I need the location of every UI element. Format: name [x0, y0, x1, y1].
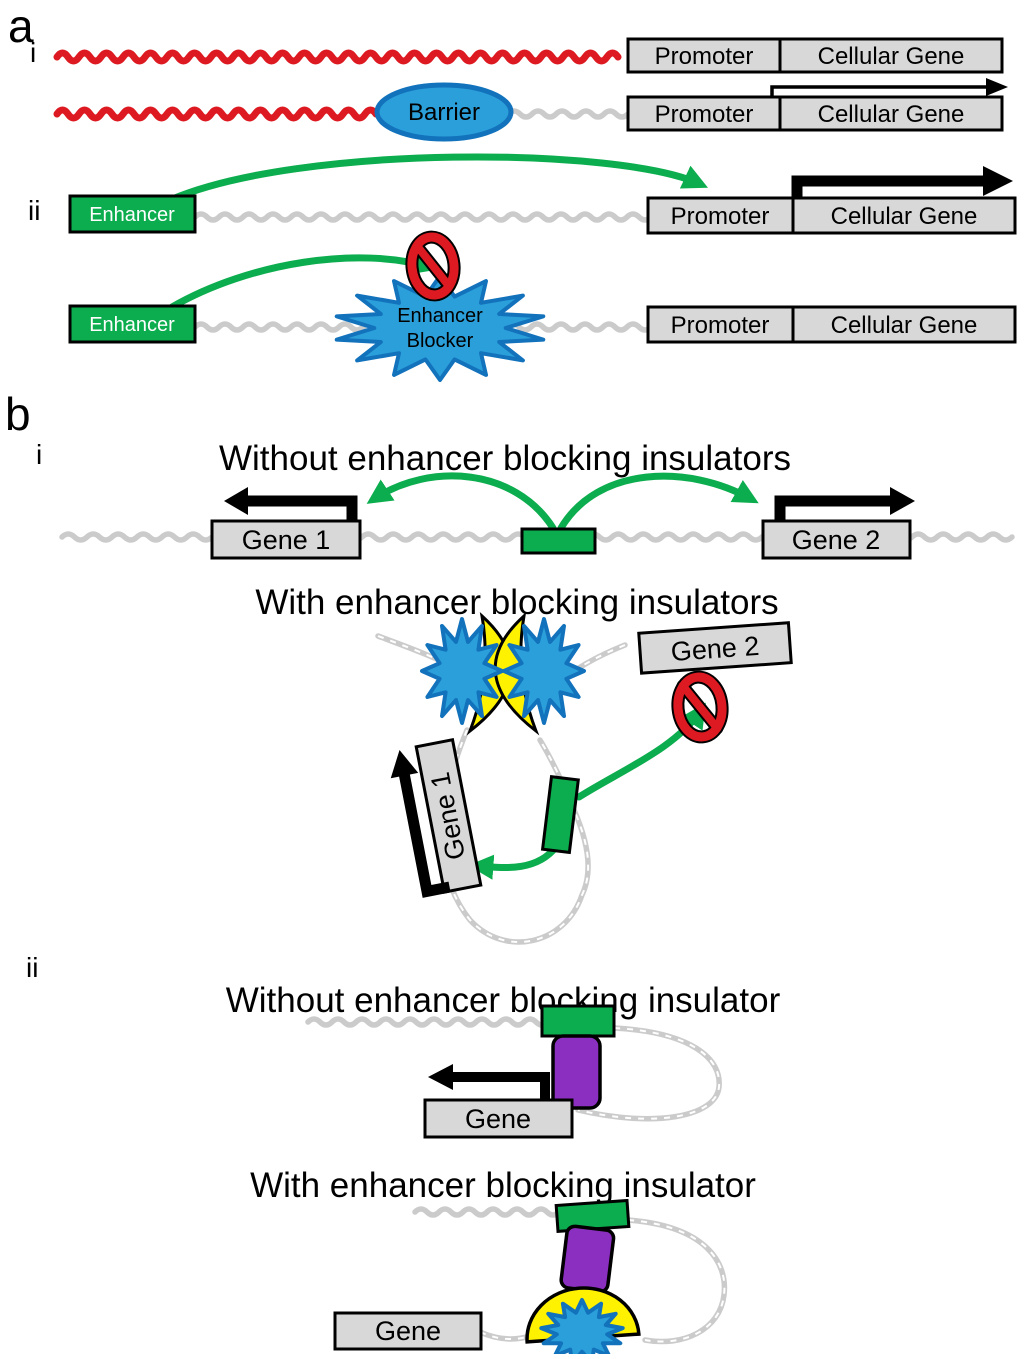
gene1-box	[210, 519, 362, 560]
heterochromatin-coil	[53, 106, 380, 122]
enhancer-label: Enhancer	[89, 314, 175, 336]
gene-box	[423, 1098, 574, 1139]
promoter-label: Promoter	[655, 101, 754, 128]
panel-a-sub-i-label: i	[30, 37, 36, 68]
activator-protein-icon	[551, 1034, 602, 1110]
enhancer-box	[68, 304, 197, 344]
enhancer-blocker-icon	[539, 1298, 625, 1359]
gene2-box	[761, 519, 912, 560]
title-without-insulator: Without enhancer blocking insulator	[226, 981, 781, 1020]
gene1-transcription-arrow	[398, 770, 451, 898]
enhancer-blocker-icon	[502, 617, 586, 725]
cellular-gene-box	[778, 95, 1004, 132]
enhancer-box	[68, 194, 197, 234]
gene-transcription-arrow	[452, 1072, 550, 1100]
cellular-gene-label: Cellular Gene	[831, 203, 978, 230]
dna-coil-highlight	[577, 1027, 721, 1120]
promoter-box	[626, 95, 782, 132]
dna-coil	[505, 108, 631, 120]
gene1-transcription-arrowhead	[224, 487, 248, 515]
cellular-gene-label: Cellular Gene	[831, 312, 978, 339]
title-with-insulators: With enhancer blocking insulators	[255, 583, 778, 622]
blocked-loop-arrow	[575, 702, 706, 801]
dna-coil	[192, 211, 654, 223]
panel-b-label: b	[5, 388, 31, 440]
enhancer-box	[540, 1004, 616, 1038]
promoter-label: Promoter	[671, 312, 770, 339]
gene1-label: Gene 1	[242, 525, 331, 555]
promoter-label: Promoter	[671, 203, 770, 230]
enhancer-blocker-icon	[334, 274, 546, 382]
gene2-box-group: Gene 2	[637, 621, 793, 675]
cellular-gene-box	[778, 37, 1004, 74]
cellular-gene-label: Cellular Gene	[818, 101, 965, 128]
gene1-transcription-arrowhead	[390, 750, 419, 779]
gene-label: Gene	[375, 1316, 441, 1346]
dna-coil	[412, 1206, 562, 1218]
prohibition-icon	[671, 670, 729, 744]
gene1-box	[414, 737, 483, 894]
enhancer-blocker-label-line2: Blocker	[407, 330, 474, 352]
active-transcription-arrow	[791, 175, 985, 199]
enhancer-box	[540, 775, 580, 855]
activator-protein-group	[559, 1224, 616, 1294]
enhancer-to-gene1-arrow	[366, 472, 557, 532]
enhancer-box-group	[540, 775, 580, 855]
enhancer-blocker-icon	[420, 617, 504, 725]
prohibition-slash	[678, 681, 722, 733]
prohibition-icon	[405, 230, 461, 302]
dna-coil-highlight	[555, 644, 626, 686]
barrier-protein-icon	[374, 82, 514, 142]
gene-transcription-arrowhead	[428, 1064, 453, 1090]
gene2-transcription-arrow	[774, 495, 891, 521]
gene1-box-group: Gene 1	[390, 737, 483, 898]
title-without-insulators: Without enhancer blocking insulators	[219, 439, 791, 478]
gene-label: Gene	[465, 1104, 531, 1134]
panel-b-sub-ii-label: ii	[26, 952, 38, 983]
dna-coil-highlight	[627, 1219, 726, 1343]
panel-a-sub-ii-label: ii	[28, 195, 40, 226]
enhancer-to-gene2-arrow	[557, 472, 759, 532]
gene2-label: Gene 2	[670, 631, 760, 667]
enhancer-box	[520, 527, 597, 555]
prohibition-ring	[407, 232, 459, 300]
cellular-gene-box	[791, 305, 1017, 344]
panel-a-label: a	[8, 0, 34, 52]
enhancer-to-gene1-loop-arrow	[468, 843, 560, 880]
barrier-label: Barrier	[408, 99, 480, 126]
prohibition-ring	[673, 672, 727, 742]
blocked-interaction-arrow	[168, 250, 438, 311]
dna-coil	[305, 1016, 551, 1028]
promoter-label: Promoter	[655, 43, 754, 70]
panel-b-sub-i-label: i	[36, 439, 42, 470]
gene2-box	[637, 621, 793, 675]
cellular-gene-label: Cellular Gene	[818, 43, 965, 70]
title-with-insulator: With enhancer blocking insulator	[250, 1166, 756, 1205]
active-transcription-arrowhead	[983, 166, 1013, 196]
gene2-label: Gene 2	[792, 525, 881, 555]
gene2-transcription-arrowhead	[890, 487, 915, 515]
enhancer-label: Enhancer	[89, 204, 175, 226]
promoter-box	[646, 196, 795, 235]
weak-transcription-arrow	[770, 85, 986, 97]
enhancer-interaction-arrow	[166, 153, 709, 204]
activator-protein-icon	[559, 1224, 616, 1294]
gene-box	[333, 1311, 483, 1351]
cellular-gene-box	[791, 196, 1017, 235]
promoter-box	[646, 305, 795, 344]
prohibition-slash	[412, 241, 454, 291]
weak-transcription-arrowhead	[986, 78, 1008, 96]
promoter-box	[626, 37, 782, 74]
dna-coil-highlight	[479, 1331, 531, 1341]
heterochromatin-coil	[53, 49, 622, 65]
gene1-transcription-arrow	[247, 495, 358, 521]
enhancer-blocker-label-line1: Enhancer	[397, 305, 483, 327]
